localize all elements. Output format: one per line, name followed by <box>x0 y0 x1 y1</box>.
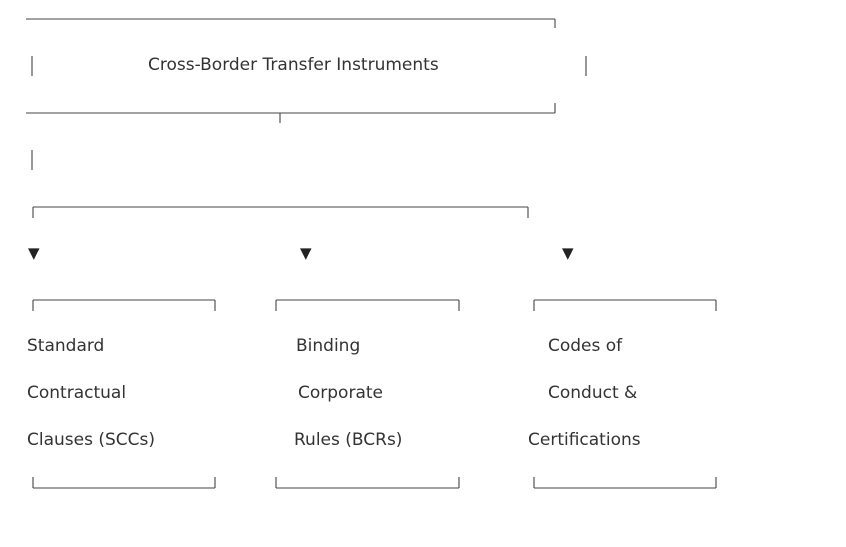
down-arrow-icon: ▼ <box>28 244 40 262</box>
child-2-line-3: Rules (BCRs) <box>294 430 403 450</box>
down-arrow-icon: ▼ <box>562 244 574 262</box>
child-3-line-2: Conduct & <box>548 383 638 403</box>
child-1-line-2: Contractual <box>27 383 127 403</box>
child-1-line-3: Clauses (SCCs) <box>27 430 156 450</box>
root-node-label: Cross-Border Transfer Instruments <box>148 55 439 75</box>
down-arrow-icon: ▼ <box>300 244 312 262</box>
child-2-line-1: Binding <box>296 336 361 356</box>
child-1-line-1: Standard <box>27 336 105 356</box>
child-3-line-1: Codes of <box>548 336 623 356</box>
child-2-line-2: Corporate <box>298 383 383 403</box>
child-3-line-3: Certifications <box>528 430 641 450</box>
